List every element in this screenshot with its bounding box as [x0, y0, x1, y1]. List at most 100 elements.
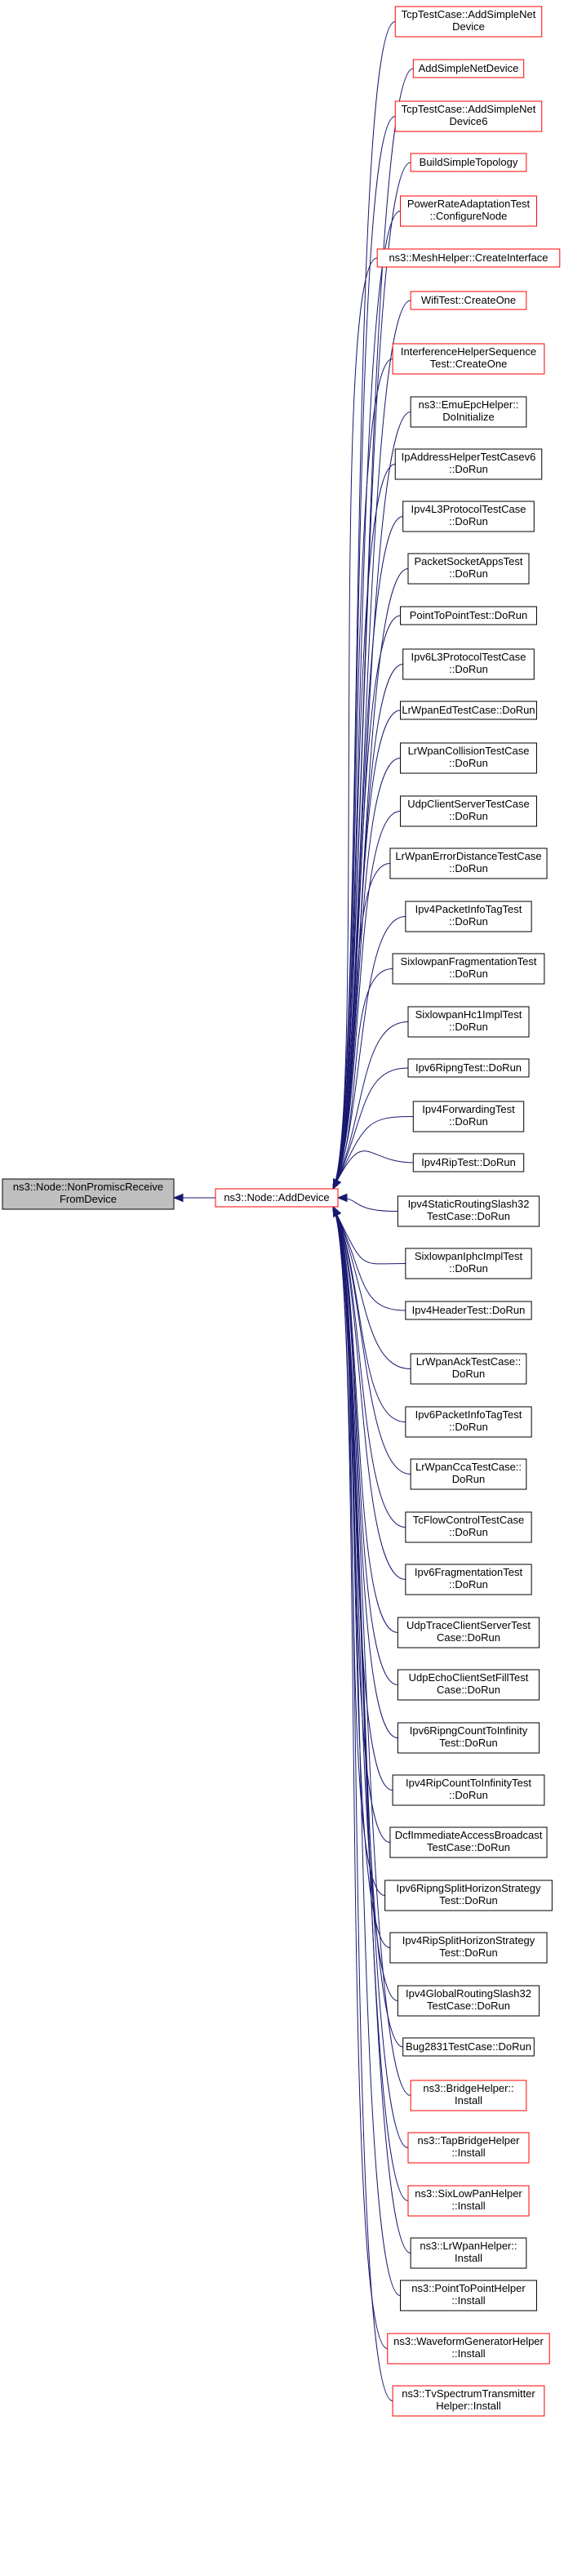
- caller-node[interactable]: Ipv4L3ProtocolTestCase::DoRun: [402, 501, 535, 532]
- caller-node-box[interactable]: [397, 1669, 540, 1701]
- caller-node-box[interactable]: [412, 1153, 525, 1172]
- caller-node[interactable]: LrWpanCcaTestCase::DoRun: [410, 1458, 527, 1490]
- caller-node-box[interactable]: [384, 1880, 553, 1911]
- caller-node-box[interactable]: [394, 6, 543, 38]
- caller-node[interactable]: Ipv6PacketInfoTagTest::DoRun: [405, 1406, 532, 1438]
- caller-node-box[interactable]: [400, 195, 537, 227]
- caller-node-box[interactable]: [400, 795, 537, 827]
- caller-node-box[interactable]: [405, 1564, 532, 1595]
- caller-node-box[interactable]: [407, 1006, 530, 1038]
- caller-node[interactable]: ns3::TapBridgeHelper::Install: [407, 2132, 530, 2164]
- caller-node-box[interactable]: [400, 701, 537, 720]
- caller-node-box[interactable]: [402, 648, 535, 680]
- caller-node-box[interactable]: [402, 2037, 535, 2057]
- caller-node[interactable]: PacketSocketAppsTest::DoRun: [407, 553, 530, 585]
- caller-node[interactable]: LrWpanAckTestCase::DoRun: [410, 1353, 527, 1385]
- caller-node-box[interactable]: [407, 553, 530, 585]
- caller-node[interactable]: SixlowpanFragmentationTest::DoRun: [392, 953, 545, 985]
- caller-node-box[interactable]: [405, 1248, 532, 1279]
- caller-node[interactable]: Ipv6RipngTest::DoRun: [407, 1058, 530, 1078]
- caller-node-box[interactable]: [392, 953, 545, 985]
- caller-node[interactable]: Bug2831TestCase::DoRun: [402, 2037, 535, 2057]
- center-node[interactable]: ns3::Node::AddDevice: [215, 1188, 339, 1208]
- caller-node-box[interactable]: [412, 1101, 525, 1132]
- caller-node[interactable]: ns3::PointToPointHelper::Install: [400, 2280, 537, 2311]
- caller-node[interactable]: IpAddressHelperTestCasev6::DoRun: [394, 448, 543, 480]
- caller-node[interactable]: Ipv6FragmentationTest::DoRun: [405, 1564, 532, 1595]
- caller-node[interactable]: ns3::LrWpanHelper::Install: [410, 2237, 527, 2269]
- caller-node[interactable]: SixlowpanIphcImplTest::DoRun: [405, 1248, 532, 1279]
- caller-node-box[interactable]: [405, 1406, 532, 1438]
- caller-node[interactable]: WifiTest::CreateOne: [410, 291, 527, 310]
- caller-node-box[interactable]: [405, 1301, 532, 1320]
- caller-node-box[interactable]: [389, 848, 548, 879]
- caller-node[interactable]: BuildSimpleTopology: [410, 153, 527, 172]
- caller-node-box[interactable]: [410, 2080, 527, 2111]
- caller-node-box[interactable]: [405, 1511, 532, 1543]
- root-node-box[interactable]: [2, 1178, 175, 1210]
- caller-node[interactable]: ns3::EmuEpcHelper::DoInitialize: [410, 396, 527, 428]
- caller-node[interactable]: UdpClientServerTestCase::DoRun: [400, 795, 537, 827]
- caller-node[interactable]: PointToPointTest::DoRun: [400, 606, 537, 625]
- caller-node-box[interactable]: [397, 1617, 540, 1648]
- caller-node[interactable]: ns3::MeshHelper::CreateInterface: [376, 248, 561, 268]
- caller-node[interactable]: AddSimpleNetDevice: [412, 59, 525, 78]
- caller-node-box[interactable]: [410, 1458, 527, 1490]
- caller-node-box[interactable]: [405, 901, 532, 932]
- caller-node-box[interactable]: [389, 1826, 548, 1858]
- caller-node-box[interactable]: [412, 59, 525, 78]
- caller-node-box[interactable]: [376, 248, 561, 268]
- caller-node-box[interactable]: [400, 606, 537, 625]
- caller-node-box[interactable]: [400, 2280, 537, 2311]
- caller-node[interactable]: ns3::SixLowPanHelper::Install: [407, 2185, 530, 2217]
- caller-node[interactable]: Ipv4RipTest::DoRun: [412, 1153, 525, 1172]
- caller-node[interactable]: Ipv4PacketInfoTagTest::DoRun: [405, 901, 532, 932]
- center-node-box[interactable]: [215, 1188, 339, 1208]
- caller-node-box[interactable]: [397, 1195, 540, 1227]
- caller-node-box[interactable]: [402, 501, 535, 532]
- caller-node[interactable]: DcfImmediateAccessBroadcastTestCase::DoR…: [389, 1826, 548, 1858]
- caller-node[interactable]: InterferenceHelperSequenceTest::CreateOn…: [392, 343, 545, 375]
- caller-node-box[interactable]: [410, 291, 527, 310]
- caller-node[interactable]: LrWpanEdTestCase::DoRun: [400, 701, 537, 720]
- caller-node-box[interactable]: [407, 2185, 530, 2217]
- caller-node[interactable]: SixlowpanHc1ImplTest::DoRun: [407, 1006, 530, 1038]
- caller-node-box[interactable]: [387, 2333, 550, 2365]
- caller-node[interactable]: PowerRateAdaptationTest::ConfigureNode: [400, 195, 537, 227]
- caller-node-box[interactable]: [410, 2237, 527, 2269]
- caller-node-box[interactable]: [397, 1722, 540, 1754]
- caller-node[interactable]: Ipv4HeaderTest::DoRun: [405, 1301, 532, 1320]
- caller-node[interactable]: ns3::WaveformGeneratorHelper::Install: [387, 2333, 550, 2365]
- caller-node-box[interactable]: [392, 343, 545, 375]
- caller-node[interactable]: ns3::BridgeHelper::Install: [410, 2080, 527, 2111]
- caller-node-box[interactable]: [407, 1058, 530, 1078]
- caller-node[interactable]: Ipv4RipCountToInfinityTest::DoRun: [392, 1774, 545, 1806]
- caller-node-box[interactable]: [397, 1985, 540, 2017]
- caller-node[interactable]: Ipv4ForwardingTest::DoRun: [412, 1101, 525, 1132]
- caller-node-box[interactable]: [410, 1353, 527, 1385]
- caller-node[interactable]: LrWpanErrorDistanceTestCase::DoRun: [389, 848, 548, 879]
- caller-node[interactable]: TcpTestCase::AddSimpleNetDevice: [394, 6, 543, 38]
- caller-node-box[interactable]: [392, 1774, 545, 1806]
- caller-node-box[interactable]: [389, 1932, 548, 1964]
- caller-node-box[interactable]: [394, 100, 543, 132]
- caller-node-box[interactable]: [394, 448, 543, 480]
- caller-node[interactable]: LrWpanCollisionTestCase::DoRun: [400, 742, 537, 774]
- caller-node-box[interactable]: [410, 396, 527, 428]
- caller-node[interactable]: TcFlowControlTestCase::DoRun: [405, 1511, 532, 1543]
- caller-node[interactable]: ns3::TvSpectrumTransmitterHelper::Instal…: [392, 2385, 545, 2417]
- caller-node-box[interactable]: [407, 2132, 530, 2164]
- caller-node[interactable]: Ipv6L3ProtocolTestCase::DoRun: [402, 648, 535, 680]
- caller-node-box[interactable]: [410, 153, 527, 172]
- caller-node-box[interactable]: [400, 742, 537, 774]
- caller-node-box[interactable]: [392, 2385, 545, 2417]
